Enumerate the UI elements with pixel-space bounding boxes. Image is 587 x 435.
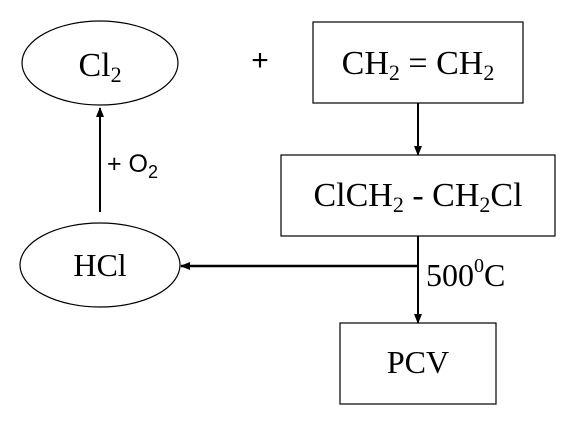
dichloroethane-label: ClCH2 - CH2Cl [313,177,522,217]
node-hcl: HCl [19,222,181,308]
oxygen-label: + O2 [107,150,158,182]
temperature-label: 5000C [426,255,505,293]
cl2-label: Cl2 [78,47,121,87]
cl2-ellipse [21,20,179,106]
node-ethylene: CH2 = CH2 [312,21,524,104]
node-dichloroethane: ClCH2 - CH2Cl [280,154,556,237]
plus-sign: + [251,44,269,77]
node-pcv: PCV [339,322,497,405]
node-cl2: Cl2 [21,20,179,106]
ethylene-label: CH2 = CH2 [342,45,495,85]
pcv-box [339,322,497,405]
hcl-label: HCl [73,247,126,283]
hcl-ellipse [19,222,181,308]
pcv-label: PCV [387,344,449,380]
